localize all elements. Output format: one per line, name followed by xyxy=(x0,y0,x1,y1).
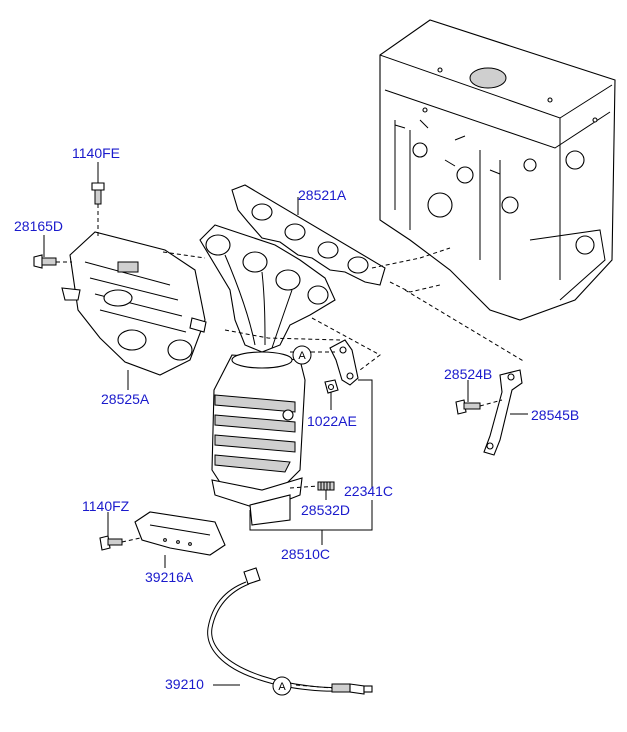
stud-bolt xyxy=(317,481,335,491)
exhaust-manifold xyxy=(199,224,336,353)
sensor-protector xyxy=(134,511,226,556)
label-1022ae: 1022AE xyxy=(307,413,357,429)
leader-lines xyxy=(43,162,528,686)
label-28165d: 28165D xyxy=(14,218,64,234)
exhaust-manifold-gasket xyxy=(231,184,386,286)
label-28510c: 28510C xyxy=(281,546,331,562)
label-28521a: 28521A xyxy=(298,187,347,203)
ref-marker-a-lower: A xyxy=(272,676,292,696)
bolt-1140fz xyxy=(99,535,123,551)
label-28524b: 28524B xyxy=(444,366,493,382)
heat-shield xyxy=(61,231,207,376)
ref-marker-a-upper: A xyxy=(292,345,312,365)
svg-text:A: A xyxy=(298,350,306,362)
svg-text:A: A xyxy=(278,681,286,693)
label-39210: 39210 xyxy=(165,676,204,692)
bolt-28524b xyxy=(455,399,481,415)
nut xyxy=(324,379,339,394)
label-22341c: 22341C xyxy=(344,483,394,499)
label-28532d: 28532D xyxy=(301,502,351,518)
oxygen-sensor xyxy=(207,567,373,695)
engine-block xyxy=(379,19,616,321)
bolt-28165d xyxy=(33,254,57,269)
label-28545b: 28545B xyxy=(531,407,580,423)
catalytic-converter xyxy=(211,351,306,526)
label-1140fe: 1140FE xyxy=(72,145,120,161)
label-28525a: 28525A xyxy=(101,391,150,407)
label-39216a: 39216A xyxy=(145,569,194,585)
stay-bracket xyxy=(483,369,523,456)
support-bracket xyxy=(329,339,359,386)
bolt-1140fe xyxy=(91,182,105,205)
label-1140fz: 1140FZ xyxy=(82,498,130,514)
